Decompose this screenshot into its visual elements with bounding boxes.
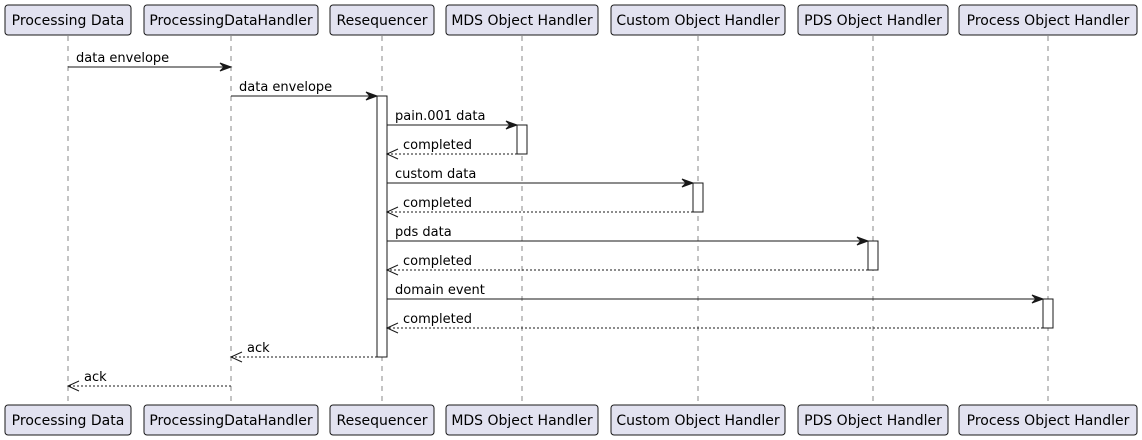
arrowhead-icon	[385, 264, 399, 276]
participant-pds-header: PDS Object Handler	[797, 4, 949, 36]
activation-bar-mds-1	[516, 124, 528, 155]
message-label: pain.001 data	[395, 109, 485, 124]
participant-pds-footer: PDS Object Handler	[797, 404, 949, 436]
participant-mds-footer: MDS Object Handler	[445, 404, 599, 436]
participant-label: ProcessingDataHandler	[149, 13, 313, 29]
participant-box	[445, 4, 599, 36]
message-label: data envelope	[239, 80, 332, 95]
participant-box	[143, 4, 319, 36]
participant-box	[329, 4, 435, 36]
arrowhead-icon	[856, 236, 870, 246]
participant-pd-footer: Processing Data	[4, 404, 132, 436]
message-1: data envelope	[231, 80, 379, 101]
participant-box	[4, 4, 132, 36]
arrowhead-icon	[365, 91, 379, 101]
participant-box	[329, 404, 435, 436]
message-6: pds data	[387, 225, 870, 246]
participant-label: MDS Object Handler	[451, 13, 593, 29]
participant-box	[958, 4, 1138, 36]
messages: data envelope data envelope pain.001 data c…	[66, 51, 1045, 392]
message-9: completed	[385, 312, 1043, 334]
participant-label: Processing Data	[12, 413, 125, 429]
participant-label: Resequencer	[337, 13, 428, 29]
participant-res-header: Resequencer	[329, 4, 435, 36]
lifelines	[67, 36, 1049, 404]
participant-label: Custom Object Handler	[616, 13, 780, 29]
participant-label: Custom Object Handler	[616, 413, 780, 429]
participant-pdh-header: ProcessingDataHandler	[143, 4, 319, 36]
participant-label: Process Object Handler	[967, 413, 1130, 429]
participant-mds-header: MDS Object Handler	[445, 4, 599, 36]
message-label: completed	[403, 196, 472, 211]
activation-bars	[376, 95, 1054, 358]
message-label: ack	[84, 370, 107, 385]
arrowhead-icon	[1031, 294, 1045, 304]
message-label: completed	[403, 312, 472, 327]
message-8: domain event	[387, 283, 1045, 304]
activation-bar-res-0	[376, 95, 388, 358]
participant-label: PDS Object Handler	[804, 13, 942, 29]
arrowhead-icon	[385, 322, 399, 334]
arrowhead-icon	[681, 178, 695, 188]
message-label: completed	[403, 254, 472, 269]
activation-bar-cust-2	[692, 182, 704, 213]
participant-label: PDS Object Handler	[804, 413, 942, 429]
arrowhead-icon	[66, 380, 80, 392]
arrowhead-icon	[229, 351, 243, 363]
participant-cust-footer: Custom Object Handler	[610, 404, 786, 436]
arrowhead-icon	[219, 62, 233, 72]
participant-label: ProcessingDataHandler	[149, 413, 313, 429]
arrowhead-icon	[385, 148, 399, 160]
participant-box	[610, 404, 786, 436]
activation-bar-pds-3	[867, 240, 879, 271]
message-5: completed	[385, 196, 693, 218]
activation-bar-proc-4	[1042, 298, 1054, 329]
message-4: custom data	[387, 167, 695, 188]
message-label: data envelope	[76, 51, 169, 66]
message-11: ack	[66, 370, 231, 392]
participant-proc-footer: Process Object Handler	[958, 404, 1138, 436]
participant-box	[797, 404, 949, 436]
message-10: ack	[229, 341, 377, 363]
participant-box	[958, 404, 1138, 436]
participant-box	[610, 4, 786, 36]
participant-label: Processing Data	[12, 13, 125, 29]
participant-header-row: Processing Data ProcessingDataHandler Rese…	[4, 4, 1138, 36]
participant-box	[445, 404, 599, 436]
participant-res-footer: Resequencer	[329, 404, 435, 436]
participant-pd-header: Processing Data	[4, 4, 132, 36]
message-3: completed	[385, 138, 517, 160]
message-label: pds data	[395, 225, 452, 240]
message-0: data envelope	[68, 51, 233, 72]
participant-proc-header: Process Object Handler	[958, 4, 1138, 36]
participant-label: MDS Object Handler	[451, 413, 593, 429]
participant-box	[143, 404, 319, 436]
arrowhead-icon	[385, 206, 399, 218]
participant-footer-row: Processing Data ProcessingDataHandler Rese…	[4, 404, 1138, 436]
participant-label: Resequencer	[337, 413, 428, 429]
message-7: completed	[385, 254, 868, 276]
arrowhead-icon	[505, 120, 519, 130]
participant-box	[4, 404, 132, 436]
message-label: completed	[403, 138, 472, 153]
message-2: pain.001 data	[387, 109, 519, 130]
participant-label: Process Object Handler	[967, 13, 1130, 29]
participant-pdh-footer: ProcessingDataHandler	[143, 404, 319, 436]
message-label: custom data	[395, 167, 476, 182]
message-label: domain event	[395, 283, 485, 298]
message-label: ack	[247, 341, 270, 356]
participant-cust-header: Custom Object Handler	[610, 4, 786, 36]
participant-box	[797, 4, 949, 36]
